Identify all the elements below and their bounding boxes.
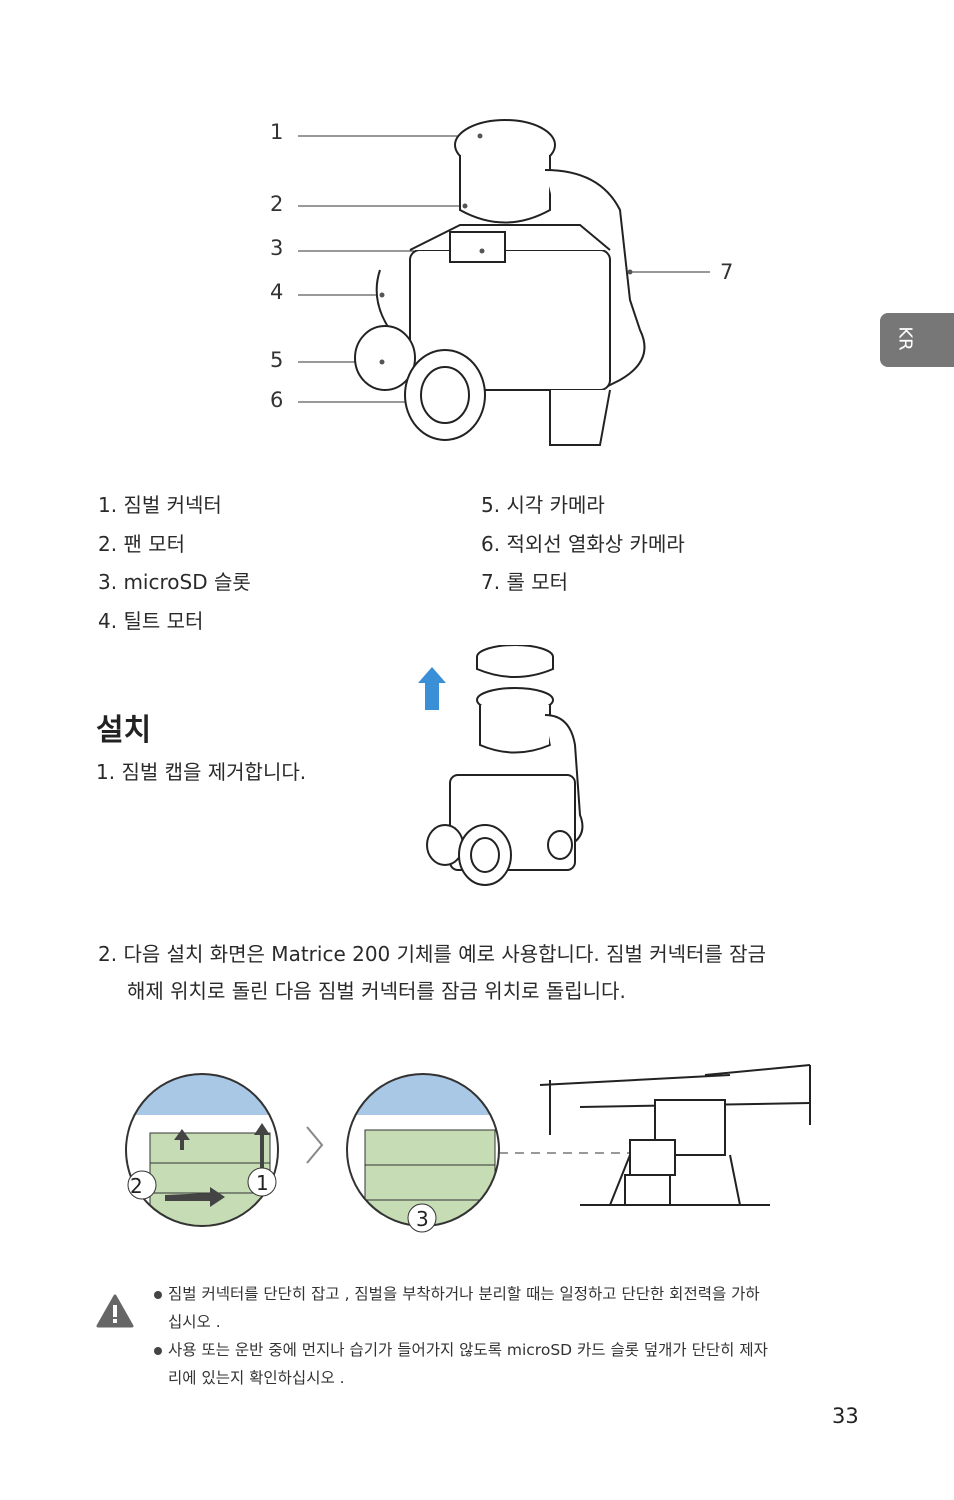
part-1: 1. 짐벌 커넥터 bbox=[98, 493, 222, 517]
part-4: 4. 틸트 모터 bbox=[98, 609, 204, 633]
step-2-line-2: 해제 위치로 돌린 다음 짐벌 커넥터를 잠금 위치로 돌립니다. bbox=[127, 979, 626, 1003]
step-2-line-1: 2. 다음 설치 화면은 Matrice 200 기체를 예로 사용합니다. 짐… bbox=[98, 942, 766, 966]
note-1: 짐벌 커넥터를 단단히 잡고 , 짐벌을 부착하거나 분리할 때는 일정하고 단… bbox=[154, 1280, 864, 1308]
up-arrow-icon bbox=[418, 667, 446, 710]
step-circle-1: 1 bbox=[256, 1171, 269, 1195]
step-1: 1. 짐벌 캡을 제거합니다. bbox=[96, 760, 307, 784]
callout-2: 2 bbox=[270, 192, 284, 216]
connector-rotation-diagram bbox=[125, 1064, 811, 1233]
rotate-arrow-icon bbox=[165, 1187, 225, 1207]
up-arrow-long-icon bbox=[254, 1123, 270, 1180]
gimbal-camera-diagram bbox=[298, 119, 710, 446]
chevron-right-icon bbox=[306, 1126, 324, 1164]
callout-5: 5 bbox=[270, 348, 284, 372]
part-5: 5. 시각 카메라 bbox=[481, 493, 605, 517]
up-arrow-small-icon bbox=[174, 1129, 190, 1150]
bullet-icon bbox=[154, 1346, 162, 1355]
remove-cap-diagram bbox=[418, 645, 584, 886]
callout-7: 7 bbox=[720, 260, 734, 284]
note-1-cont: 십시오 . bbox=[168, 1313, 221, 1331]
callout-1: 1 bbox=[270, 120, 284, 144]
callout-4: 4 bbox=[270, 280, 284, 304]
part-7: 7. 롤 모터 bbox=[481, 570, 568, 594]
notes: 짐벌 커넥터를 단단히 잡고 , 짐벌을 부착하거나 분리할 때는 일정하고 단… bbox=[154, 1280, 864, 1392]
part-2: 2. 팬 모터 bbox=[98, 532, 185, 556]
language-tab: KR bbox=[880, 313, 954, 367]
section-title: 설치 bbox=[96, 713, 152, 748]
step-circle-2: 2 bbox=[130, 1174, 143, 1198]
step-circle-3: 3 bbox=[416, 1207, 429, 1231]
bullet-icon bbox=[154, 1290, 162, 1299]
language-tab-label: KR bbox=[894, 326, 916, 351]
part-3: 3. microSD 슬롯 bbox=[98, 570, 251, 594]
warning-triangle-icon bbox=[96, 1294, 134, 1328]
page-number: 33 bbox=[832, 1404, 859, 1428]
part-6: 6. 적외선 열화상 카메라 bbox=[481, 532, 685, 556]
note-2: 사용 또는 운반 중에 먼지나 습기가 들어가지 않도록 microSD 카드 … bbox=[154, 1336, 864, 1364]
callout-3: 3 bbox=[270, 236, 284, 260]
note-2-cont: 리에 있는지 확인하십시오 . bbox=[168, 1369, 345, 1387]
callout-6: 6 bbox=[270, 388, 284, 412]
